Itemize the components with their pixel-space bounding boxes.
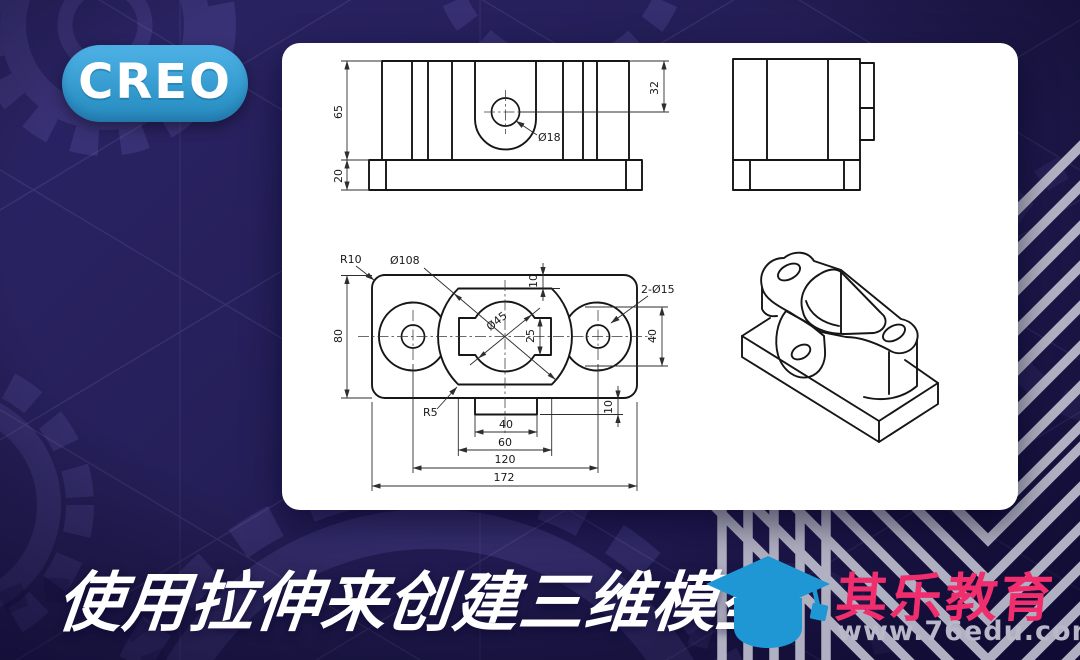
drawing-panel: 65 20 32 Ø18 [282, 43, 1018, 510]
dim-hole-span: 120 [495, 453, 516, 466]
side-view [732, 58, 875, 191]
dim-step-depth: 10 [602, 400, 615, 414]
dim-overall-width: 80 [332, 329, 345, 343]
plan-view: 80 40 10 25 10 Ø45 40 60 120 172 R10 Ø10… [332, 253, 675, 491]
dim-holes-note: 2-Ø15 [641, 283, 675, 296]
dim-boss-dia: Ø108 [390, 254, 420, 267]
dim-hole-dia: Ø18 [538, 131, 561, 144]
dim-overall-len: 172 [494, 471, 515, 484]
dim-ear-height: 40 [646, 329, 659, 343]
dim-corner-r: R10 [340, 253, 362, 266]
dim-top-gap: 10 [527, 274, 540, 288]
dim-slot-width: 25 [524, 329, 537, 343]
brand-url: www.76edu.com [837, 616, 1080, 647]
video-title: 使用拉伸来创建三维模型 [53, 566, 788, 641]
front-view: 65 20 32 Ø18 [332, 60, 669, 191]
engineering-drawing: 65 20 32 Ø18 [332, 58, 939, 491]
isometric-view [741, 251, 939, 443]
dim-upper-height: 65 [332, 105, 345, 119]
dim-fillet-r: R5 [423, 406, 438, 419]
dim-base-height: 20 [332, 169, 345, 183]
dim-slot-len: 40 [499, 418, 513, 431]
dim-flat-len: 60 [498, 436, 512, 449]
graduation-cap-icon [706, 556, 830, 648]
dim-hole-center: 32 [648, 81, 661, 95]
creo-logo: CREO [62, 45, 248, 122]
creo-logo-text: CREO [78, 53, 232, 110]
